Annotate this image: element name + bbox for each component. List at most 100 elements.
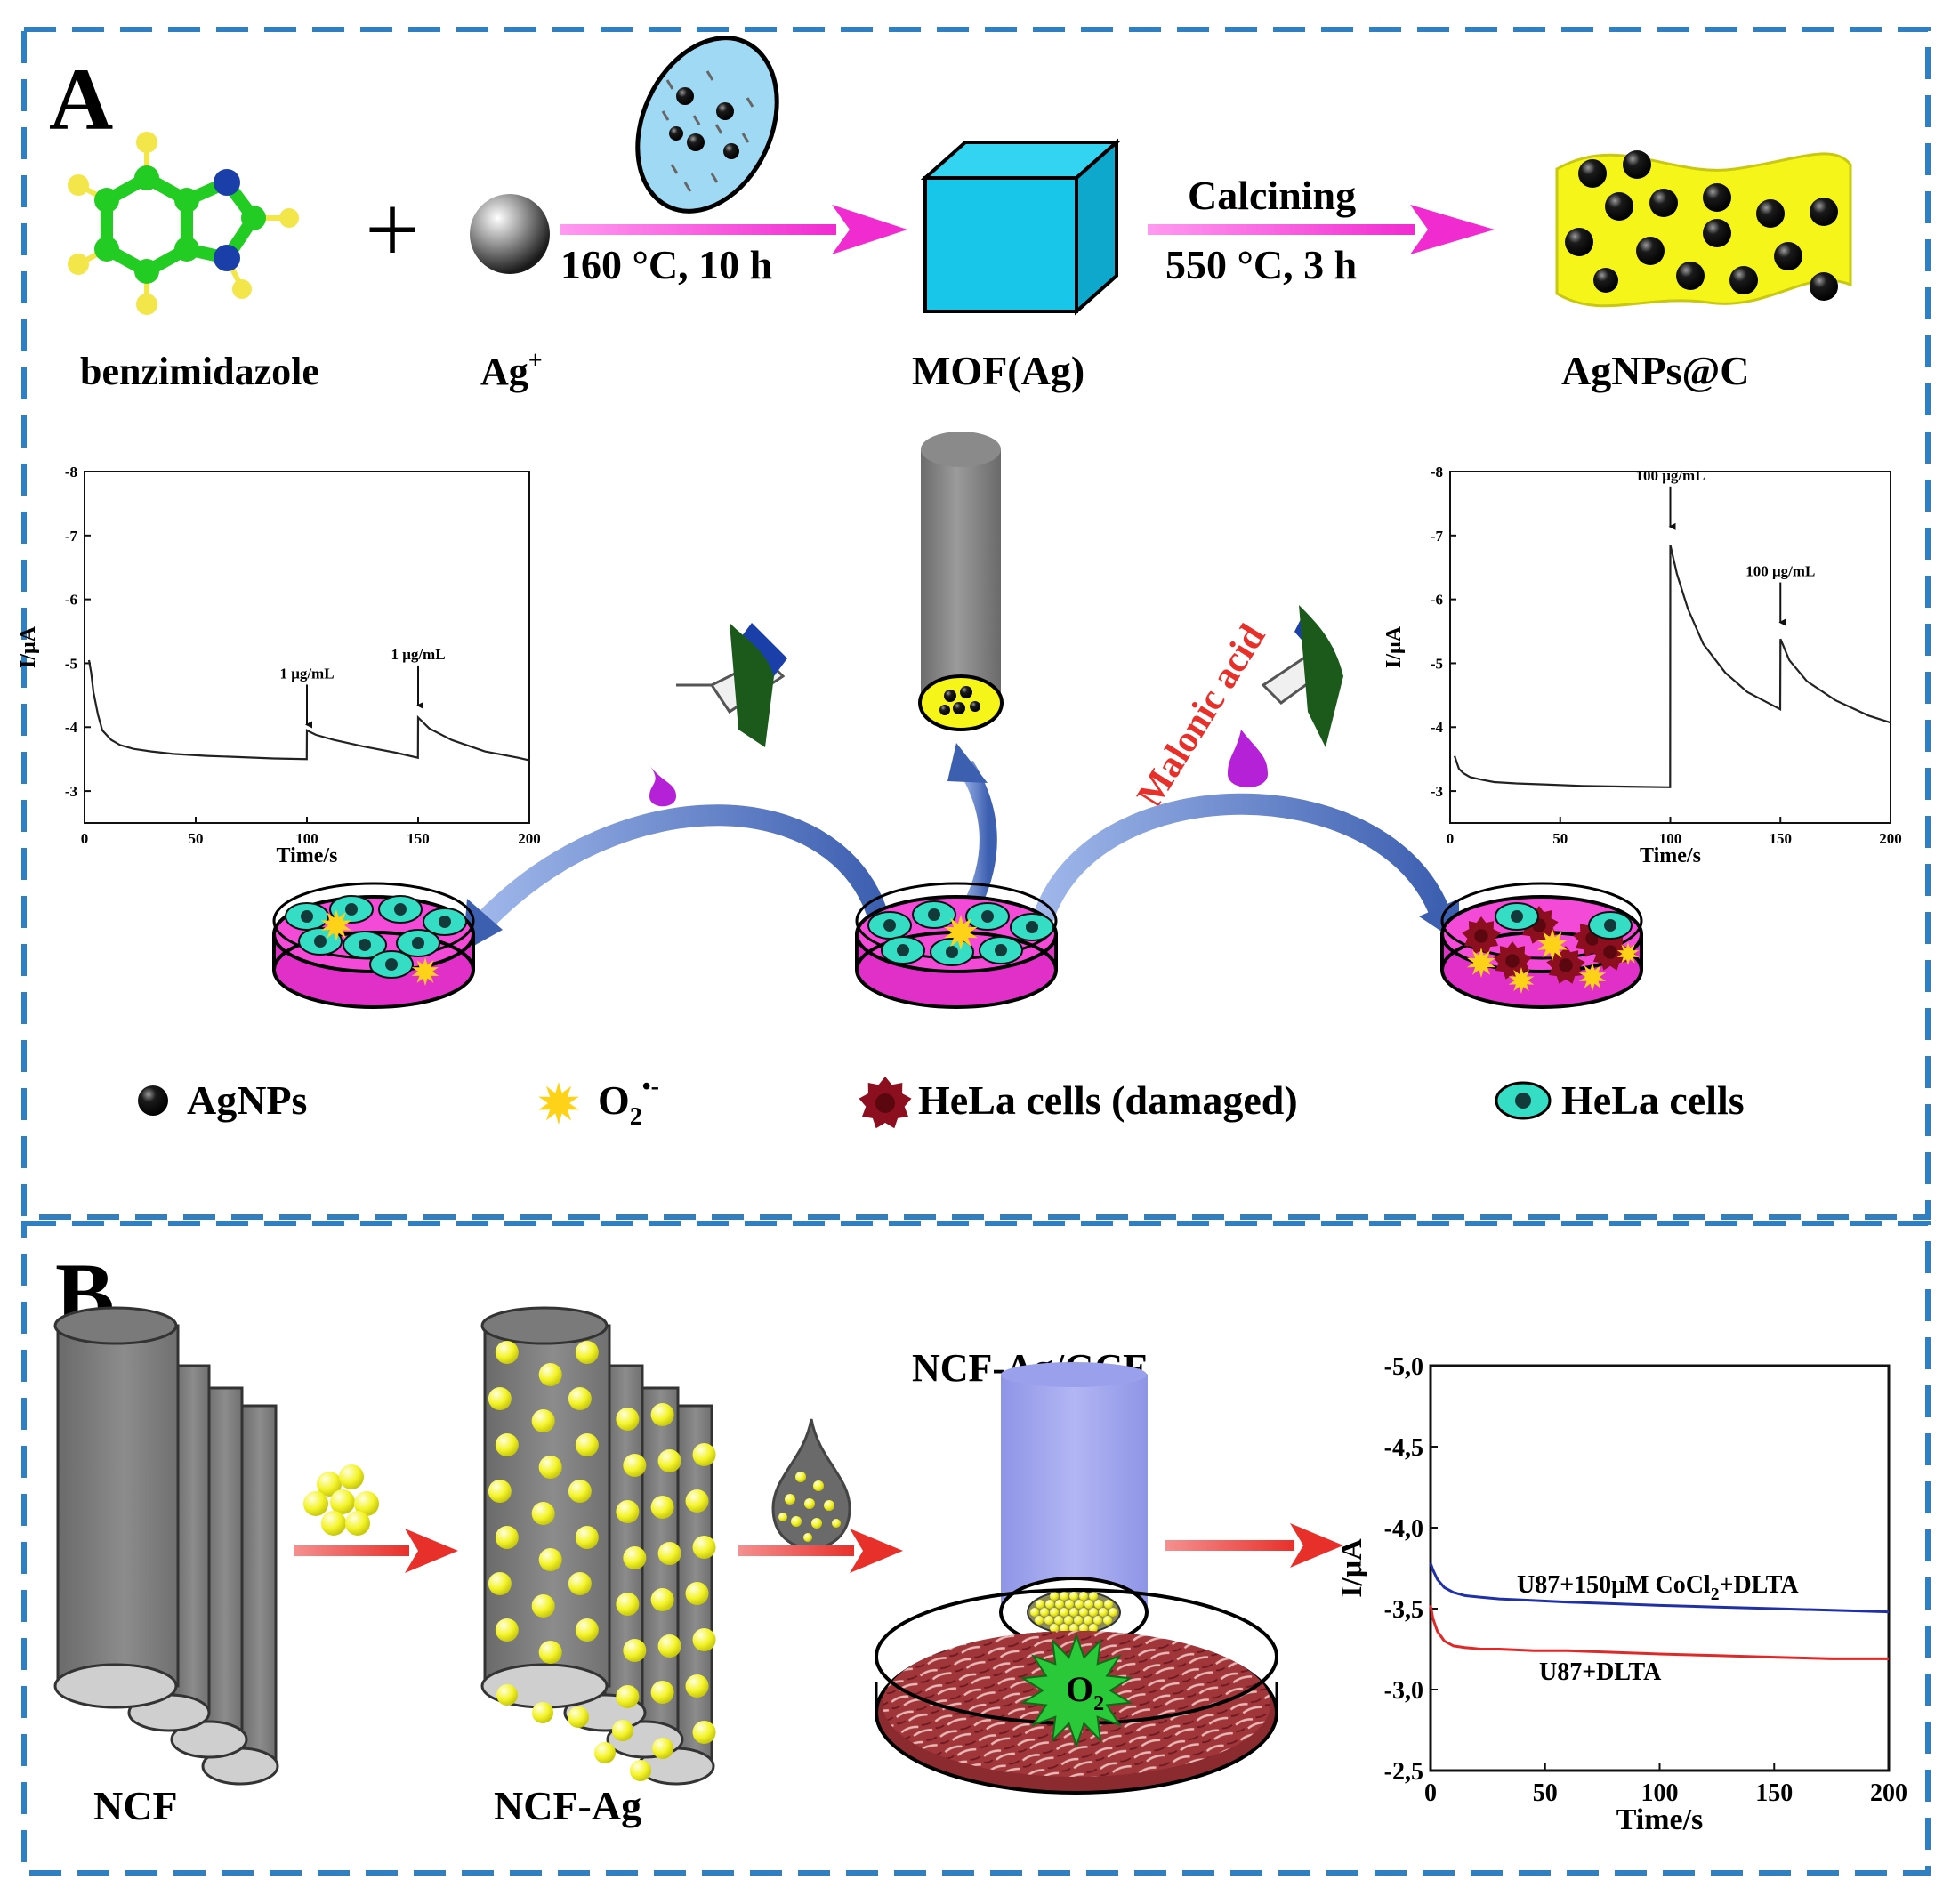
y-tick-label: -6 (65, 592, 77, 609)
o2-burst-label: O2 (1066, 1669, 1104, 1715)
ncf-ag-label: NCF-Ag (494, 1783, 641, 1828)
legend-superoxide: O2•- (538, 1073, 659, 1131)
panel-b-arrow-3 (1165, 1523, 1343, 1568)
synthesis-step-2-bottom-label: 550 °C, 3 h (1165, 242, 1357, 287)
x-tick-label: 200 (1870, 1779, 1907, 1807)
y-tick-label: -5 (1431, 655, 1443, 672)
legend-hela-damaged-label: HeLa cells (damaged) (918, 1077, 1298, 1123)
reactant-benzimidazole-label: benzimidazole (80, 350, 319, 393)
annotation-label: 1 μg/mL (391, 646, 445, 663)
x-axis-label: Time/s (1616, 1803, 1704, 1836)
synthesis-step-1-label: 160 °C, 10 h (560, 242, 772, 287)
superoxide-icon (411, 957, 439, 986)
data-series-line (87, 659, 530, 762)
x-tick-label: 200 (518, 830, 541, 847)
y-tick-label: -7 (1431, 528, 1444, 545)
y-tick-label: -2,5 (1384, 1758, 1423, 1786)
y-tick-label: -3 (1431, 783, 1443, 800)
benzimidazole-molecule-icon (68, 132, 299, 315)
y-axis-label: I/μA (1383, 625, 1406, 668)
series-label: U87+150μM CoCl2+DLTA (1517, 1571, 1799, 1604)
x-tick-label: 100 (1659, 830, 1682, 847)
plus-sign: + (365, 175, 420, 284)
y-tick-label: -3 (65, 783, 77, 800)
silver-ion-sphere-icon (470, 194, 550, 274)
annotation-label: 100 μg/mL (1635, 467, 1705, 484)
x-tick-label: 50 (1533, 1779, 1558, 1807)
x-axis-label: Time/s (277, 844, 338, 867)
legend-hela: HeLa cells (1495, 1077, 1745, 1123)
y-axis-label: I/μA (17, 625, 40, 668)
panel-a-letter: A (49, 50, 113, 149)
y-tick-label: -7 (65, 528, 78, 545)
superoxide-icon (1578, 963, 1607, 991)
y-tick-label: -5 (65, 655, 77, 672)
x-tick-label: 100 (1641, 1779, 1679, 1807)
superoxide-icon (944, 915, 978, 950)
x-tick-label: 50 (1552, 830, 1568, 847)
y-tick-label: -3,0 (1384, 1677, 1423, 1705)
legend-hela-label: HeLa cells (1561, 1077, 1745, 1123)
y-tick-label: -8 (1431, 464, 1443, 480)
data-series-line (1429, 1562, 1890, 1614)
agnps-legend-icon (138, 1085, 168, 1116)
agnps-carbon-sheet-icon (1555, 150, 1852, 308)
x-tick-label: 200 (1879, 830, 1902, 847)
dish-contents (285, 895, 1640, 994)
cell-culture-dish: O2 (875, 1588, 1278, 1795)
x-tick-label: 150 (407, 830, 430, 847)
y-tick-label: -4,5 (1384, 1434, 1423, 1462)
x-tick-label: 150 (1770, 830, 1793, 847)
superoxide-icon (1508, 967, 1535, 994)
product-mof-label: MOF(Ag) (912, 348, 1084, 393)
annotation-label: 100 μg/mL (1745, 563, 1815, 580)
ncf-label: NCF (93, 1783, 178, 1828)
y-tick-label: -4 (65, 719, 78, 736)
data-series-line (1453, 545, 1891, 788)
superoxide-icon (1466, 948, 1496, 978)
ag-particle-cluster-icon (303, 1464, 379, 1536)
x-tick-label: 150 (1755, 1779, 1793, 1807)
synthesis-arrow-1 (560, 205, 907, 254)
superoxide-legend-icon (538, 1082, 579, 1125)
chart-frame (1429, 1364, 1891, 1772)
damaged-cell-legend-icon (859, 1077, 912, 1129)
ncf-ag-gce-electrode-icon (999, 1362, 1149, 1648)
chart-frame (84, 471, 530, 824)
x-tick-label: 100 (295, 830, 318, 847)
superoxide-icon (320, 909, 352, 941)
ncf-fibers-icon (53, 1306, 279, 1786)
panel-b-border (21, 1221, 1931, 1876)
product-agnps-label: AgNPs@C (1561, 348, 1749, 393)
y-tick-label: -4 (1431, 719, 1444, 736)
pipette-icon-left (649, 623, 787, 807)
ncf-ag-fibers-icon (480, 1306, 716, 1786)
panel-a-border (21, 27, 1931, 1220)
data-series-line (1429, 1605, 1889, 1660)
legend-agnps: AgNPs (138, 1077, 307, 1123)
reactant-silver-ion-label: Ag+ (480, 347, 543, 393)
autoclave-solution-icon (635, 36, 779, 214)
y-tick-label: -8 (65, 464, 77, 480)
synthesis-arrow-2 (1148, 205, 1495, 254)
agnps-electrode-rod-icon (918, 432, 1004, 731)
transfer-arrow-right (1030, 793, 1459, 943)
mof-cube-icon (920, 138, 1122, 316)
annotation-label: 1 μg/mL (279, 665, 334, 682)
x-tick-label: 50 (189, 830, 204, 847)
synthesis-step-2-top-label: Calcining (1188, 173, 1356, 218)
x-tick-label: 0 (81, 830, 89, 847)
y-tick-label: -6 (1431, 592, 1443, 609)
superoxide-icon (1616, 942, 1640, 965)
superoxide-icon (1536, 929, 1568, 961)
panel-b-arrow-2 (738, 1529, 903, 1573)
y-axis-label: I/μA (1335, 1538, 1368, 1598)
legend-superoxide-label: O2•- (598, 1073, 659, 1131)
y-tick-label: -3,5 (1384, 1596, 1423, 1624)
series-label: U87+DLTA (1539, 1658, 1662, 1686)
